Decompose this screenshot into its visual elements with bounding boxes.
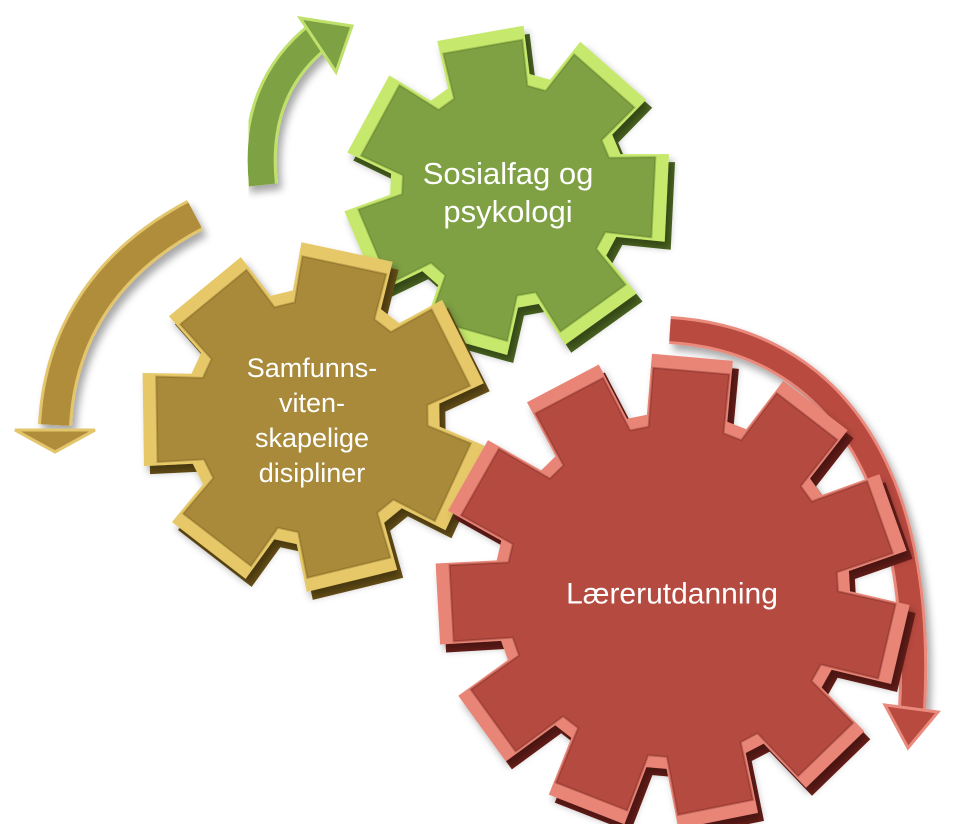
gear-label-line: Samfunns-	[247, 353, 378, 383]
gear-label-line: disipliner	[259, 458, 366, 488]
arrow-green	[244, 15, 355, 187]
gear-samfunnsvitenskapelige-disipliner: Samfunns- viten- skapelige disipliner	[142, 242, 491, 600]
arrow-gold	[14, 199, 204, 454]
gear-label-line: psykologi	[443, 194, 572, 229]
gear-laererutdanning: Lærerutdanning	[435, 353, 916, 824]
gear-label-line: Sosialfag og	[423, 156, 594, 191]
gear-face	[448, 366, 897, 817]
gear-label-line: viten-	[279, 388, 345, 418]
gear-face	[155, 255, 473, 580]
gear-label-line: Lærerutdanning	[566, 578, 778, 611]
arrow-band	[247, 24, 329, 187]
gear-label-line: skapelige	[255, 423, 369, 453]
gear-face	[356, 38, 657, 343]
arrow-band	[41, 202, 202, 426]
gear-sosialfag-psykologi: Sosialfag og psykologi	[344, 25, 675, 363]
arrow-head	[296, 15, 355, 76]
arrow-head	[882, 703, 941, 751]
arrow-head	[14, 428, 96, 454]
